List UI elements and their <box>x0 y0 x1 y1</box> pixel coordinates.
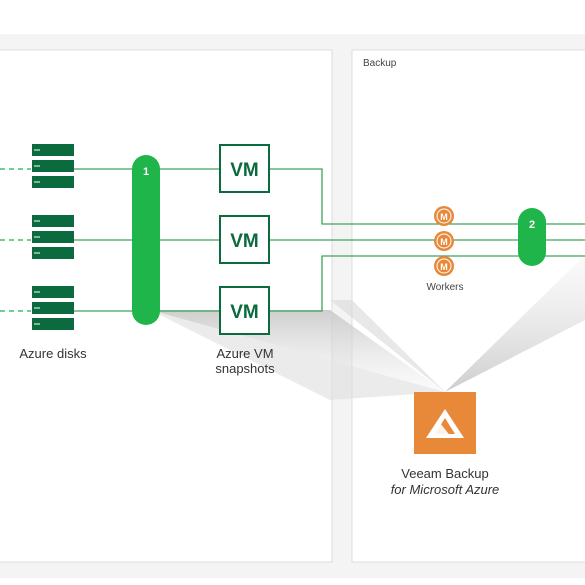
backup-section-label: Backup <box>363 58 397 69</box>
vm-path-3 <box>270 255 585 312</box>
svg-text:VM: VM <box>230 160 259 181</box>
bottom-strip <box>0 578 585 585</box>
step-marker-1-label: 1 <box>143 166 149 178</box>
step-marker-2 <box>518 208 546 266</box>
svg-text:M: M <box>440 212 448 222</box>
worker-icon: M <box>434 206 454 226</box>
svg-text:M: M <box>440 237 448 247</box>
snapshots-label-line1: Azure VM <box>216 346 274 361</box>
step-marker-1 <box>132 155 160 325</box>
vm-snapshot-box: VM <box>219 215 270 264</box>
top-strip <box>0 0 585 34</box>
product-label: Veeam Backup for Microsoft Azure <box>370 466 520 498</box>
snapshots-label-line2: snapshots <box>215 361 275 376</box>
azure-vm-snapshots-label: Azure VM snapshots <box>195 346 295 376</box>
product-subtitle: for Microsoft Azure <box>390 482 500 497</box>
veeam-azure-icon <box>414 392 476 454</box>
disk-icon <box>32 286 74 330</box>
product-name: Veeam Backup <box>401 466 489 481</box>
vm-snapshot-box: VM <box>219 144 270 193</box>
step-marker-2-label: 2 <box>529 219 535 231</box>
shadow-fan-right <box>445 255 585 392</box>
vm-snapshot-box: VM <box>219 286 270 335</box>
worker-icon: M <box>434 231 454 251</box>
azure-disks-label: Azure disks <box>19 346 87 361</box>
svg-text:VM: VM <box>230 231 259 252</box>
workers-label: Workers <box>426 282 464 293</box>
worker-icon: M <box>434 256 454 276</box>
disk-icon <box>32 144 74 188</box>
svg-text:M: M <box>440 262 448 272</box>
vm-path-1 <box>270 168 585 225</box>
svg-text:VM: VM <box>230 302 259 323</box>
disk-detail <box>34 149 40 325</box>
disk-icon <box>32 215 74 259</box>
shadow-fan-center <box>330 300 445 392</box>
